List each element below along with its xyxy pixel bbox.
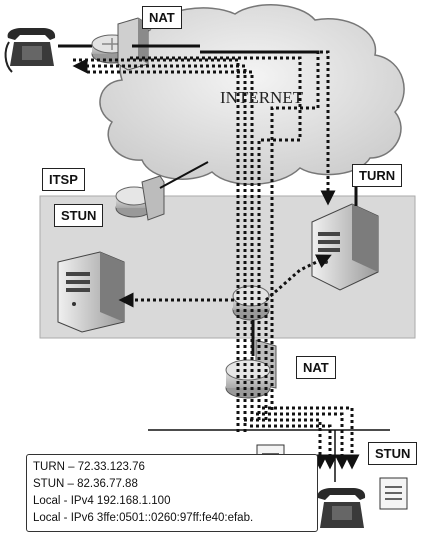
turn-label: TURN — [352, 164, 403, 187]
signal-paths — [70, 50, 360, 470]
info-line-ipv4: Local - IPv4 192.168.1.100 — [33, 495, 171, 507]
address-info-box: TURN – 72.33.123.76 STUN – 82.36.77.88 L… — [26, 454, 318, 532]
stun-server-label: STUN — [54, 204, 104, 227]
info-line-ipv6: Local - IPv6 3ffe:0501::0260:97ff:fe40:e… — [33, 512, 254, 524]
internet-label: INTERNET — [220, 88, 304, 107]
bottom-phone-icon — [317, 488, 366, 528]
top-phone-icon — [4, 28, 56, 73]
info-line-stun: STUN – 82.36.77.88 — [33, 478, 138, 490]
doc-icon-right — [379, 477, 408, 510]
stun-client-label: STUN — [368, 442, 418, 465]
nat-top-label: NAT — [142, 6, 182, 29]
info-line-turn: TURN – 72.33.123.76 — [33, 461, 145, 473]
stun-server-icon — [57, 251, 125, 333]
itsp-label: ITSP — [42, 168, 85, 191]
itsp-router-icon — [115, 175, 165, 221]
top-nat-firewall-icon — [117, 17, 149, 71]
nat-bottom-label: NAT — [296, 356, 336, 379]
turn-server-icon — [311, 203, 379, 291]
